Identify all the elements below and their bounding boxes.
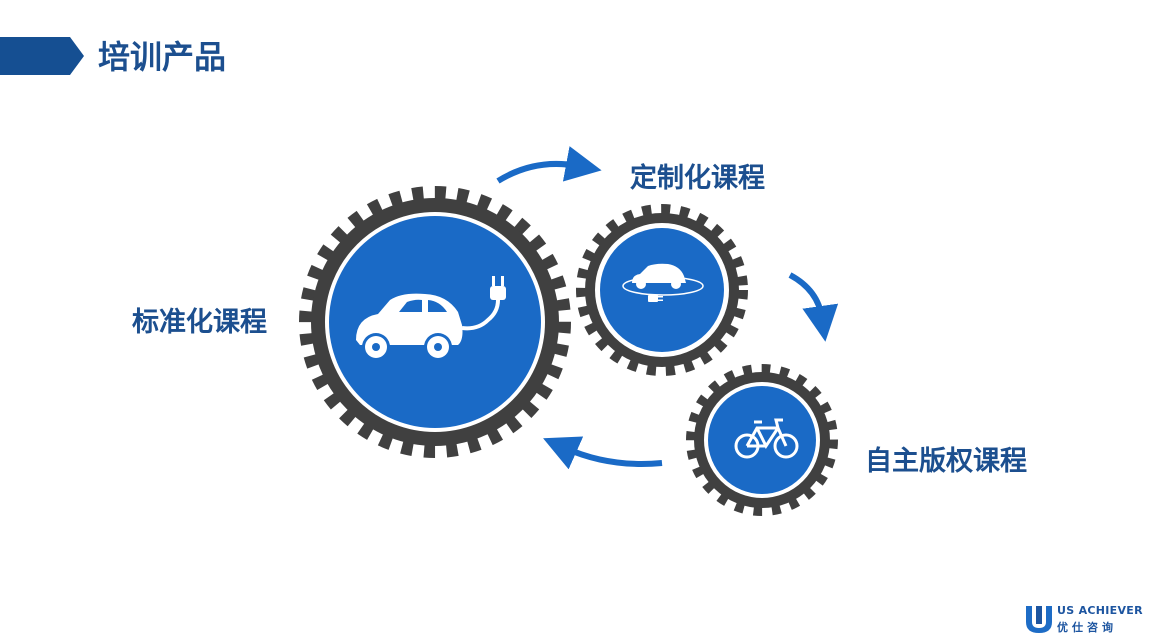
electric-car-icon: [356, 276, 506, 361]
arrow-to-proprietary: [788, 272, 839, 342]
car-plug-icon: [622, 263, 704, 302]
us-achiever-logo-icon: [1026, 606, 1052, 633]
page-title: 培训产品: [98, 38, 227, 76]
label-proprietary-course: 自主版权课程: [865, 446, 1027, 477]
logo-name-en: US ACHIEVER: [1057, 604, 1143, 617]
logo-name-cn: 优仕咨询: [1057, 621, 1117, 634]
bicycle-icon: [734, 418, 799, 459]
label-custom-course: 定制化课程: [630, 163, 765, 194]
title-banner: [0, 37, 84, 75]
label-standard-course: 标准化课程: [132, 307, 267, 338]
arrow-to-custom: [496, 146, 602, 184]
arrow-to-standard: [543, 436, 663, 470]
gear-custom: [576, 204, 748, 376]
